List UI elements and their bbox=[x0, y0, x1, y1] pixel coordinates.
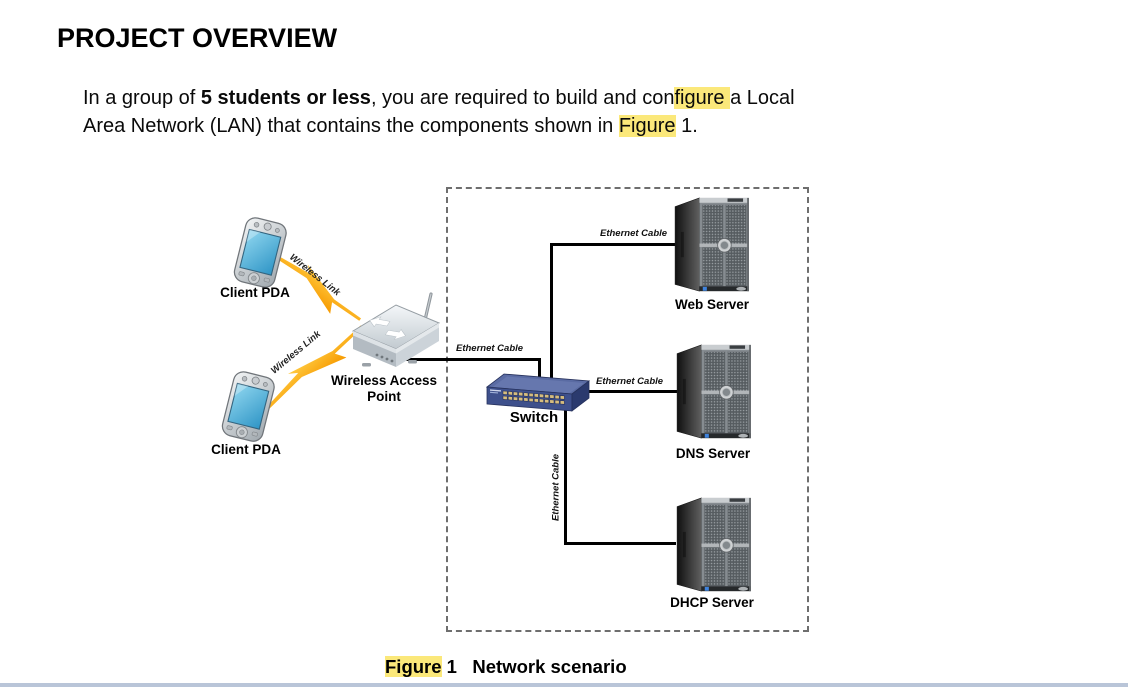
ethernet-cable-label-vertical: Ethernet Cable bbox=[550, 453, 562, 522]
web-server-icon bbox=[673, 195, 751, 301]
ethernet-cable-label: Ethernet Cable bbox=[596, 376, 664, 387]
search-highlight: Figure bbox=[385, 656, 442, 677]
wap-label-line-2: Point bbox=[367, 389, 401, 404]
cable-switch-web-horizontal bbox=[550, 243, 677, 246]
text-segment: , you are required to build and con bbox=[370, 87, 675, 109]
lan-boundary-dashed-box bbox=[446, 187, 809, 632]
ethernet-cable-label: Ethernet Cable bbox=[456, 343, 524, 354]
search-highlight: figure bbox=[674, 87, 731, 109]
cable-switch-dhcp-vertical bbox=[564, 406, 567, 545]
client-pda-label: Client PDA bbox=[220, 285, 290, 300]
cable-switch-dns bbox=[584, 390, 677, 393]
cable-switch-web-vertical bbox=[550, 243, 553, 380]
wap-label-line-1: Wireless Access bbox=[331, 373, 437, 388]
bold-text-segment: 5 students or less bbox=[200, 87, 371, 109]
dhcp-server-label: DHCP Server bbox=[670, 595, 754, 610]
wireless-access-point-label: Wireless Access Point bbox=[324, 373, 444, 405]
figure-number: 1 bbox=[441, 656, 473, 677]
cable-switch-dhcp-horizontal bbox=[564, 542, 676, 545]
intro-paragraph: In a group of 5 students or less, you ar… bbox=[83, 85, 795, 140]
figure-title: Network scenario bbox=[472, 656, 627, 677]
search-highlight: Figure bbox=[618, 114, 676, 137]
text-segment: 1. bbox=[675, 114, 698, 137]
client-pda-label: Client PDA bbox=[211, 442, 281, 457]
figure-caption: Figure 1 Network scenario bbox=[385, 656, 627, 678]
dhcp-server-icon bbox=[675, 495, 753, 601]
text-segment: In a group of bbox=[83, 87, 201, 109]
cable-wap-switch-vertical bbox=[538, 358, 541, 380]
ethernet-cable-label: Ethernet Cable bbox=[600, 228, 668, 239]
page-title: PROJECT OVERVIEW bbox=[57, 23, 338, 53]
paragraph-line-2: Area Network (LAN) that contains the com… bbox=[83, 113, 795, 141]
switch-label: Switch bbox=[509, 409, 559, 426]
text-segment: a Local bbox=[730, 87, 795, 109]
wireless-access-point-icon bbox=[350, 290, 442, 377]
cable-wap-switch-horizontal bbox=[388, 358, 541, 361]
dns-server-label: DNS Server bbox=[675, 446, 751, 461]
web-server-label: Web Server bbox=[674, 297, 750, 312]
paragraph-line-1: In a group of 5 students or less, you ar… bbox=[83, 85, 795, 113]
dns-server-icon bbox=[675, 342, 753, 448]
client-pda-icon bbox=[212, 366, 284, 452]
text-segment: Area Network (LAN) that contains the com… bbox=[83, 114, 619, 137]
window-bottom-edge bbox=[0, 683, 1128, 687]
